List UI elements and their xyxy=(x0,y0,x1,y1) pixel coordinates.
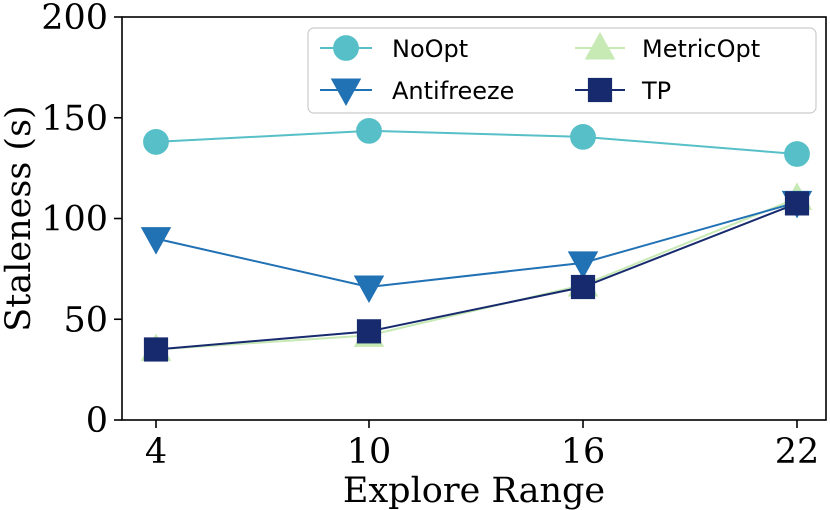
x-axis-label: Explore Range xyxy=(343,471,605,510)
data-point-triangle-down xyxy=(353,275,385,304)
data-point-circle xyxy=(570,123,596,150)
data-point-circle xyxy=(356,117,382,144)
y-tick-label: 150 xyxy=(41,99,108,139)
series-line xyxy=(155,202,798,351)
series-line xyxy=(155,129,798,156)
legend-label: Antifreeze xyxy=(392,77,514,105)
y-tick-label: 50 xyxy=(63,300,108,340)
y-tick-label: 200 xyxy=(41,0,108,38)
axes: 0 50 100 150 200 4 10 16 22 xyxy=(41,0,827,472)
legend-entry-noopt: NoOpt xyxy=(320,35,468,63)
legend-box xyxy=(307,27,817,114)
data-point-triangle-down xyxy=(140,227,172,255)
y-axis-label: Staleness (s) xyxy=(0,105,39,331)
data-point-circle xyxy=(143,129,169,155)
y-tick-label: 100 xyxy=(41,200,108,240)
series-metricopt xyxy=(140,182,813,361)
x-tick-label: 4 xyxy=(145,432,167,472)
legend-entry-metricopt: MetricOpt xyxy=(575,31,760,63)
legend-label: NoOpt xyxy=(392,35,468,63)
legend-marker xyxy=(333,35,359,61)
series-tp xyxy=(143,191,810,362)
legend-label: TP xyxy=(641,77,671,105)
data-point-square xyxy=(570,274,596,300)
legend-label: MetricOpt xyxy=(642,35,760,63)
series-antifreeze xyxy=(140,190,813,304)
data-point-circle xyxy=(784,141,810,167)
y-tick-label: 0 xyxy=(86,401,108,441)
legend-marker xyxy=(330,78,362,107)
legend-marker xyxy=(584,31,616,60)
legend-entry-antifreeze: Antifreeze xyxy=(320,77,514,107)
data-point-square xyxy=(356,319,382,344)
data-point-square xyxy=(784,191,810,216)
legend-entry-tp: TP xyxy=(575,77,671,105)
legend-marker xyxy=(587,77,613,103)
data-point-square xyxy=(143,337,169,362)
series-noopt xyxy=(143,117,810,167)
x-tick-label: 10 xyxy=(347,432,392,472)
x-tick-label: 16 xyxy=(561,432,606,472)
series-line xyxy=(155,201,798,289)
x-tick-label: 22 xyxy=(775,432,820,472)
plot-area xyxy=(140,117,813,362)
data-point-triangle-down xyxy=(567,251,599,279)
